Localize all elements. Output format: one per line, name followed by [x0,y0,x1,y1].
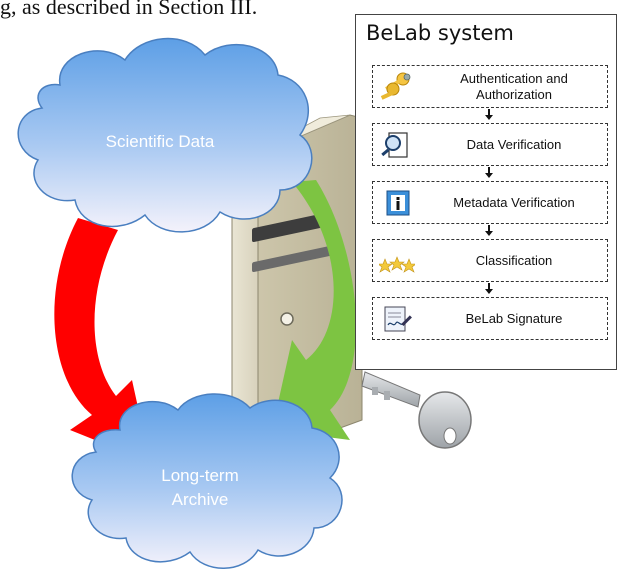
flow-arrow-4 [485,283,493,294]
step-metadata-verification-label: Metadata Verification [453,194,575,210]
step-authentication-label: Authentication and Authorization [427,66,601,107]
belab-system-panel: BeLab system Authentication and Authoriz… [355,14,617,370]
step-data-verification: Data Verification [372,123,608,166]
step-belab-signature: BeLab Signature [372,297,608,340]
archive-label-line1: Long-term [161,466,239,485]
flow-arrow-1 [485,109,493,120]
step-belab-signature-label: BeLab Signature [465,310,563,326]
info-icon [386,190,410,216]
keys-icon [380,72,411,100]
signature-icon [384,306,412,332]
auth-label-line2: Authorization [476,86,552,102]
step-authentication: Authentication and Authorization [372,65,608,108]
step-data-verification-label: Data Verification [466,136,562,152]
green-arrow [272,180,356,440]
key-icon [361,371,472,449]
step-classification-label: Classification [475,252,553,268]
belab-system-title: BeLab system [366,21,514,45]
flow-arrow-3 [485,225,493,236]
stars-icon [379,256,415,273]
auth-label-line1: Authentication and [460,70,568,86]
flow-arrow-2 [485,167,493,178]
long-term-archive-cloud [71,393,343,569]
archive-label-line2: Archive [171,490,229,509]
long-term-archive-label: Long-term Archive [120,464,280,512]
magnifier-document-icon [381,132,408,158]
scientific-data-cloud [17,37,313,233]
caption-fragment: g, as described in Section III. [0,0,258,19]
step-classification: Classification [372,239,608,282]
red-arrow [54,218,150,462]
scientific-data-label: Scientific Data [105,132,215,151]
step-metadata-verification: Metadata Verification [372,181,608,224]
